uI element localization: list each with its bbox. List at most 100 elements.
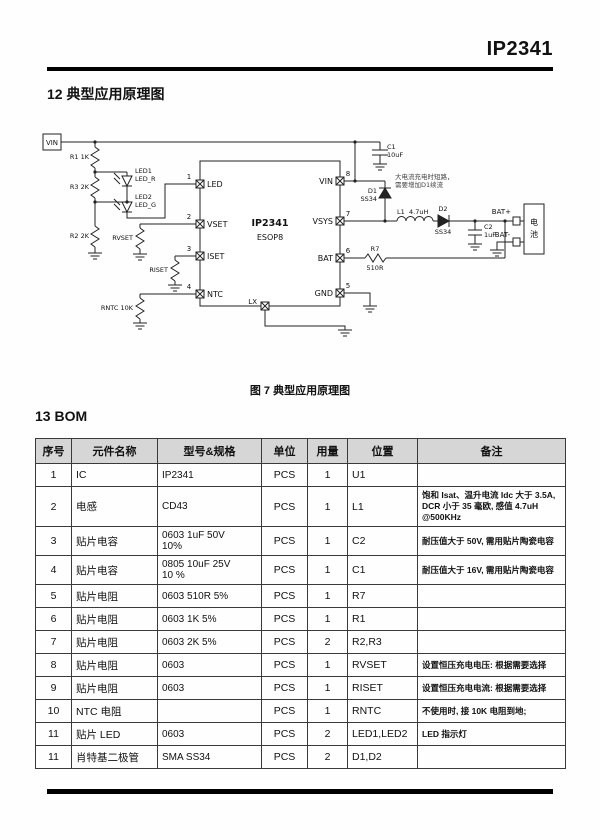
bom-col-seq: 序号 [35, 438, 72, 464]
r7-label: R7 [371, 245, 380, 253]
cell-model: 0603 510R 5% [157, 584, 262, 609]
bom-col-pos: 位置 [347, 438, 418, 464]
cell-name: 肖特基二极管 [71, 745, 158, 770]
cell-unit: PCS [261, 526, 308, 557]
bat-neg-pad [512, 237, 521, 247]
cell-qty: 1 [307, 584, 348, 609]
battery-label-bottom: 池 [530, 229, 538, 239]
cell-remark [417, 463, 566, 487]
bat-neg-label: BAT- [495, 231, 511, 239]
l1-value: 4.7uH [409, 208, 428, 216]
cell-remark: 不使用时, 接 10K 电阻到地; [417, 699, 566, 724]
bom-col-unit: 单位 [261, 438, 308, 464]
cell-unit: PCS [261, 653, 308, 678]
cell-pos: C2 [347, 526, 418, 557]
resistor-r2 [90, 225, 100, 248]
cell-unit: PCS [261, 722, 308, 747]
cell-model: CD43 [157, 485, 262, 528]
ground-icon [132, 322, 148, 330]
diode-d1 [378, 187, 392, 199]
cell-remark: 设置恒压充电电压: 根据需要选择 [417, 653, 566, 678]
diode-d2 [437, 214, 451, 228]
lx-pin-box [260, 301, 270, 311]
pin2-number: 2 [187, 213, 191, 221]
vin-terminal-box [42, 133, 62, 151]
cell-seq: 2 [35, 485, 72, 528]
cell-unit: PCS [261, 607, 308, 632]
cell-model: 0805 10uF 25V 10 % [157, 555, 262, 586]
r3-label: R3 2K [70, 183, 90, 191]
bom-row: 1 IC IP2341 PCS 1 U1 [35, 463, 566, 487]
cell-pos: LED1,LED2 [347, 722, 418, 747]
cell-seq: 11 [35, 745, 72, 770]
led1-color-label: LED_R [135, 175, 156, 183]
ground-icon [167, 284, 183, 292]
cell-seq: 8 [35, 653, 72, 678]
pin1-name: LED [207, 180, 223, 189]
c2-label: C2 [484, 223, 493, 231]
bom-row: 8 贴片电阻 0603 PCS 1 RVSET 设置恒压充电电压: 根据需要选择 [35, 653, 566, 678]
bom-row: 6 贴片电阻 0603 1K 5% PCS 1 R1 [35, 607, 566, 632]
cell-unit: PCS [261, 630, 308, 655]
cell-name: 贴片电容 [71, 555, 158, 586]
pin7-number: 7 [346, 210, 350, 218]
bom-row: 2 电感 CD43 PCS 1 L1 饱和 Isat、温升电流 Idc 大于 3… [35, 485, 566, 528]
page-title: IP2341 [486, 38, 553, 60]
cell-seq: 3 [35, 526, 72, 557]
ground-icon [467, 243, 483, 251]
led2-symbol [113, 198, 133, 213]
cell-unit: PCS [261, 584, 308, 609]
pin5-number: 5 [346, 282, 350, 290]
header-rule [47, 67, 553, 71]
pin7-box [335, 216, 345, 226]
cell-seq: 1 [35, 463, 72, 487]
cell-qty: 2 [307, 722, 348, 747]
pin1-number: 1 [187, 173, 191, 181]
pin3-name: ISET [207, 252, 224, 261]
bom-row: 7 贴片电阻 0603 2K 5% PCS 2 R2,R3 [35, 630, 566, 655]
application-schematic: VIN R1 1K R3 2K R2 2K LED1 LED_R LED2 LE… [42, 133, 545, 337]
resistor-r3 [90, 176, 100, 199]
pin7-name: VSYS [312, 217, 333, 226]
cell-unit: PCS [261, 676, 308, 701]
cell-remark: 耐压值大于 50V, 需用贴片陶瓷电容 [417, 526, 566, 557]
resistor-rvset [135, 227, 145, 250]
ic-body [199, 160, 341, 307]
cell-name: 电感 [71, 485, 158, 528]
cell-model: 0603 2K 5% [157, 630, 262, 655]
bom-row: 11 肖特基二极管 SMA SS34 PCS 2 D1,D2 [35, 745, 566, 770]
cell-unit: PCS [261, 463, 308, 487]
inductor-l1 [396, 216, 434, 222]
cell-name: 贴片 LED [71, 722, 158, 747]
cell-name: 贴片电阻 [71, 653, 158, 678]
cell-unit: PCS [261, 555, 308, 586]
pin6-name: BAT [318, 254, 333, 263]
cell-qty: 2 [307, 745, 348, 770]
rntc-label: RNTC 10K [101, 304, 134, 312]
pin6-box [335, 253, 345, 263]
bat-pos-label: BAT+ [492, 208, 511, 216]
ic-package-label: ESOP8 [257, 233, 283, 242]
footer-rule [47, 789, 553, 794]
bom-col-qty: 用量 [307, 438, 348, 464]
r1-label: R1 1K [70, 153, 90, 161]
cell-remark: LED 指示灯 [417, 722, 566, 747]
bom-table-header: 序号 元件名称 型号&规格 单位 用量 位置 备注 [35, 438, 566, 464]
cell-seq: 5 [35, 584, 72, 609]
c2-value: 1uF [484, 231, 496, 239]
vin-label: VIN [46, 139, 58, 147]
cell-qty: 1 [307, 607, 348, 632]
cell-name: 贴片电容 [71, 526, 158, 557]
cell-pos: D1,D2 [347, 745, 418, 770]
pin5-name: GND [315, 289, 333, 298]
d1-note-line1: 大电流充电时短路， [395, 172, 454, 181]
bom-row: 10 NTC 电阻 PCS 1 RNTC 不使用时, 接 10K 电阻到地; [35, 699, 566, 724]
cell-pos: R7 [347, 584, 418, 609]
section-12-heading: 12 典型应用原理图 [47, 86, 165, 102]
figure-caption: 图 7 典型应用原理图 [249, 385, 351, 397]
schematic-labels: VIN R1 1K R3 2K R2 2K LED1 LED_R LED2 LE… [46, 139, 538, 312]
bom-col-name: 元件名称 [71, 438, 158, 464]
cell-name: 贴片电阻 [71, 607, 158, 632]
bom-row: 9 贴片电阻 0603 PCS 1 RISET 设置恒压充电电流: 根据需要选择 [35, 676, 566, 701]
